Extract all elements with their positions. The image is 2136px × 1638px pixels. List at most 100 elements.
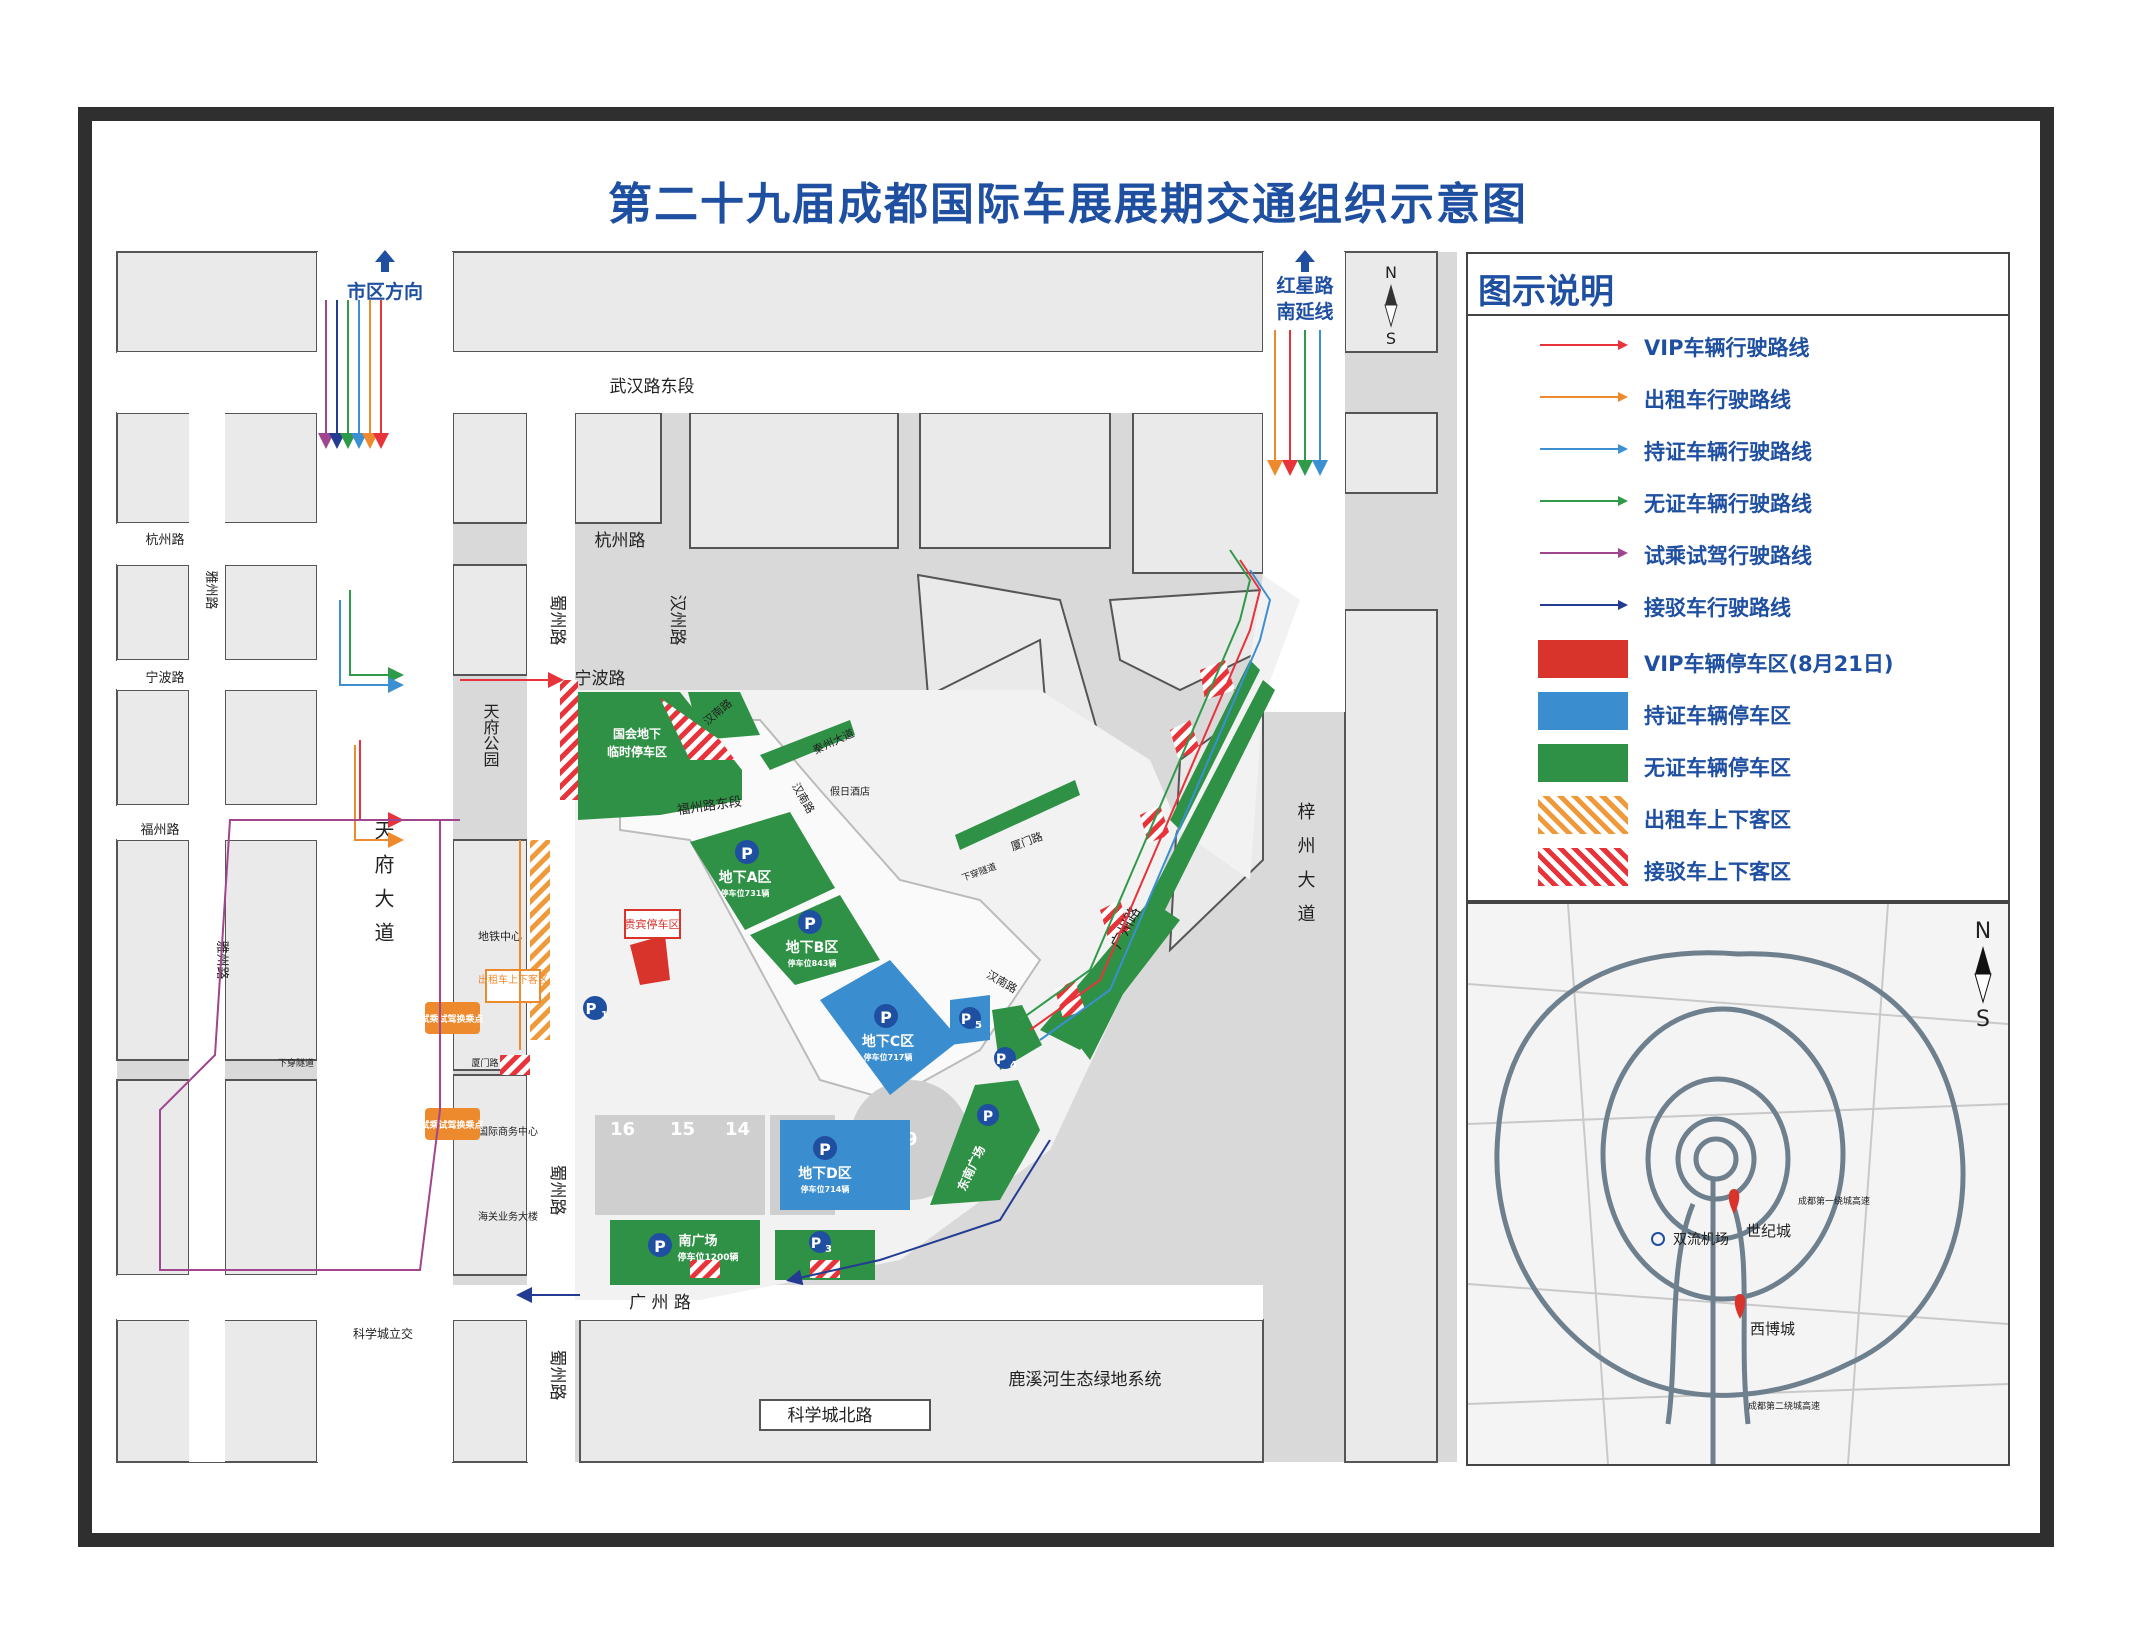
dir-hongxing-1: 红星路 [1276, 274, 1334, 297]
svg-text:P: P [996, 1052, 1006, 1068]
legend-header: 图示说明 [1468, 254, 2008, 316]
city-blocks [116, 251, 1438, 1463]
svg-text:P: P [983, 1109, 993, 1125]
hall-16: 16 [610, 1119, 635, 1140]
inset-ring1: 成都第一绕城高速 [1798, 1195, 1870, 1207]
legend-panel: 图示说明 VIP车辆行驶路线 出租车行驶路线 持证车辆行驶路线 无证车辆行驶路线… [1466, 252, 2010, 902]
century-pin-icon [1728, 1189, 1740, 1214]
label-guangzhou-bot: 广 州 路 [629, 1293, 691, 1313]
svg-text:P: P [586, 1000, 597, 1018]
inset-s: S [1976, 1007, 1990, 1032]
svg-text:1: 1 [601, 1010, 608, 1021]
label-hotel: 假日酒店 [830, 785, 870, 798]
label-kxc-li: 科学城立交 [353, 1326, 413, 1341]
legend-title: 图示说明 [1478, 272, 1614, 312]
guohui-2: 临时停车区 [607, 744, 667, 759]
label-ningbo-w: 宁波路 [145, 670, 184, 686]
arrow-icon [1540, 340, 1628, 350]
vip-parking [630, 935, 670, 985]
label-shuzhou-mid: 蜀州路 [547, 1165, 567, 1216]
vip-label: 贵宾停车区 [625, 917, 680, 931]
swatch-icon [1538, 692, 1628, 730]
legend-item-vip-route: VIP车辆行驶路线 [1468, 326, 2008, 366]
inset-airport: 双流机场 [1673, 1232, 1729, 1248]
roads [117, 252, 1345, 1462]
label-yazhou-top: 雅州路 [203, 570, 219, 609]
label-wuhan: 武汉路东段 [610, 377, 695, 397]
legend-item-permit-parking: 持证车辆停车区 [1468, 690, 2008, 736]
legend-item-nopermit-parking: 无证车辆停车区 [1468, 742, 2008, 788]
label-ningbo-e: 宁波路 [575, 669, 626, 689]
guohui-1: 国会地下 [613, 726, 661, 741]
zone-b-name: 地下B区 [786, 939, 839, 956]
parking-markers: P P P P P P 1 P 3 P 4 P 5 P [583, 840, 1017, 1257]
inset-century: 世纪城 [1746, 1222, 1791, 1240]
svg-text:P: P [741, 844, 753, 863]
svg-text:P: P [654, 1237, 666, 1256]
zone-south-cap: 停车位1200辆 [677, 1251, 738, 1263]
hatch-swatch-icon [1538, 796, 1628, 834]
svg-text:3: 3 [825, 1244, 832, 1255]
hall-15: 15 [670, 1119, 695, 1140]
taxi-callout [485, 969, 541, 1003]
dir-hongxing-2: 南延线 [1276, 300, 1333, 323]
page-title: 第二十九届成都国际车展展期交通组织示意图 [608, 179, 1528, 230]
legend-item-shuttle-route: 接驳车行驶路线 [1468, 586, 2008, 626]
zone-south-name: 南广场 [678, 1233, 717, 1249]
hatch-swatch-icon [1538, 848, 1628, 886]
arrow-icon [1540, 496, 1628, 506]
compass-arrow [1385, 284, 1397, 305]
svg-text:5: 5 [975, 1020, 982, 1031]
dir-city-arrow [375, 250, 395, 272]
svg-text:P: P [961, 1012, 971, 1028]
inset-compass-icon [1975, 946, 1991, 974]
expo-pin-icon [1734, 1294, 1746, 1319]
legend-item-testdrive-route: 试乘试驾行驶路线 [1468, 534, 2008, 574]
arrow-icon [1540, 444, 1628, 454]
svg-text:P: P [880, 1008, 892, 1027]
label-kxc-bei: 科学城北路 [788, 1406, 873, 1426]
svg-text:P: P [804, 914, 816, 933]
legend-item-shuttle-zone: 接驳车上下客区 [1468, 846, 2008, 892]
inset-n: N [1975, 919, 1991, 944]
test-callout-1 [425, 1002, 480, 1034]
inset-map: 双流机场 世纪城 西博城 成都第一绕城高速 成都第二绕城高速 N S [1466, 902, 2010, 1466]
zone-a-cap: 停车位731辆 [721, 888, 770, 898]
compass-n: N [1385, 263, 1397, 282]
route-lines [159, 300, 1328, 1303]
hall-row [595, 1115, 765, 1215]
label-shuzhou-top: 蜀州路 [547, 595, 567, 646]
legend-item-permit-route: 持证车辆行驶路线 [1468, 430, 2008, 470]
test-callout-1-text: 试乘试驾换乘点 [420, 1013, 483, 1025]
zone-c-cap: 停车位717辆 [864, 1052, 913, 1062]
label-xiaxue2: 下穿隧道 [278, 1057, 314, 1069]
green-zones [578, 660, 1275, 1285]
arrow-icon [1540, 392, 1628, 402]
legend-item-nopermit-route: 无证车辆行驶路线 [1468, 482, 2008, 522]
inset-expo: 西博城 [1750, 1320, 1795, 1338]
compass-s: S [1386, 329, 1396, 348]
arrow-icon [1540, 548, 1628, 558]
inset-ring2: 成都第二绕城高速 [1748, 1400, 1820, 1412]
label-fuzhou-w: 福州路 [140, 822, 179, 838]
label-hangzhou-e: 杭州路 [595, 531, 646, 551]
legend-item-vip-parking: VIP车辆停车区(8月21日) [1468, 638, 2008, 684]
legend-item-taxi-zone: 出租车上下客区 [1468, 794, 2008, 840]
taxi-callout-text: 出租车上下客区 [478, 973, 548, 986]
label-luxi: 鹿溪河生态绿地系统 [1009, 1370, 1162, 1390]
label-tianfu-park: 天府公园 [481, 703, 500, 767]
label-customs: 海关业务大楼 [478, 1210, 538, 1223]
test-callout-2-text: 试乘试驾换乘点 [420, 1119, 483, 1131]
label-metro: 地铁中心 [478, 930, 522, 943]
label-hangzhou-w: 杭州路 [145, 532, 184, 548]
svg-text:4: 4 [1010, 1060, 1017, 1071]
dir-city: 市区方向 [347, 280, 423, 303]
label-zizhou: 梓州大道 [1295, 802, 1316, 938]
label-xiamen-w: 厦门路 [471, 1057, 498, 1069]
hall-14: 14 [725, 1119, 750, 1140]
vip-label-box [624, 909, 681, 939]
zone-a-name: 地下A区 [719, 869, 772, 886]
label-biz: 国际商务中心 [478, 1125, 538, 1138]
svg-text:P: P [811, 1236, 821, 1252]
